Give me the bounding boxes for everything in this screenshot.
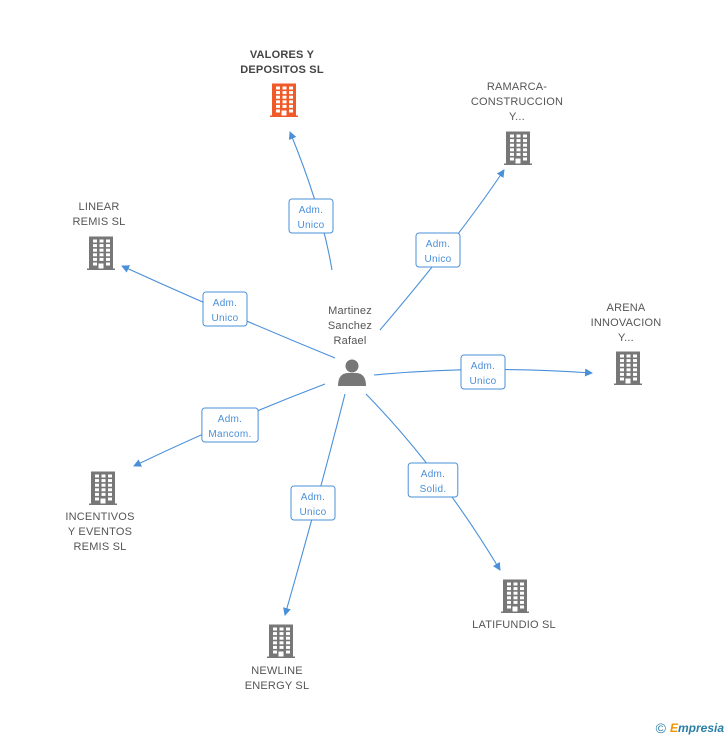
brand-logo[interactable]: Empresia: [669, 721, 724, 735]
building-icon[interactable]: [87, 236, 115, 271]
role-badge-newline[interactable]: Adm.Unico: [290, 485, 336, 521]
role-label: Adm.Unico: [469, 361, 496, 387]
role-label: Adm.Mancom.: [208, 414, 251, 440]
role-badge-latifundio[interactable]: Adm.Solid.: [407, 462, 459, 498]
role-label: Adm.Unico: [211, 298, 238, 324]
building-icon[interactable]: [270, 83, 298, 118]
building-icon[interactable]: [267, 624, 295, 659]
building-icon[interactable]: [614, 351, 642, 386]
role-label: Adm.Unico: [424, 239, 451, 265]
roles-layer: Adm.UnicoAdm.UnicoAdm.UnicoAdm.UnicoAdm.…: [201, 198, 506, 521]
copyright-icon: ©: [655, 720, 666, 736]
company-name-latifundio: LATIFUNDIO SL: [472, 619, 556, 631]
role-badge-arena[interactable]: Adm.Unico: [460, 354, 506, 390]
role-label: Adm.Solid.: [420, 469, 447, 495]
role-badge-linear[interactable]: Adm.Unico: [202, 291, 248, 327]
role-label: Adm.Unico: [299, 492, 326, 518]
role-badge-valores[interactable]: Adm.Unico: [288, 198, 334, 234]
role-badge-ramarca[interactable]: Adm.Unico: [415, 232, 461, 268]
building-icon[interactable]: [504, 131, 532, 166]
person-icon[interactable]: [338, 359, 366, 387]
building-icon[interactable]: [501, 579, 529, 614]
role-badge-incentivos[interactable]: Adm.Mancom.: [201, 407, 259, 443]
building-icon[interactable]: [89, 471, 117, 506]
footer-brand: © Empresia: [656, 720, 724, 736]
role-label: Adm.Unico: [297, 205, 324, 231]
